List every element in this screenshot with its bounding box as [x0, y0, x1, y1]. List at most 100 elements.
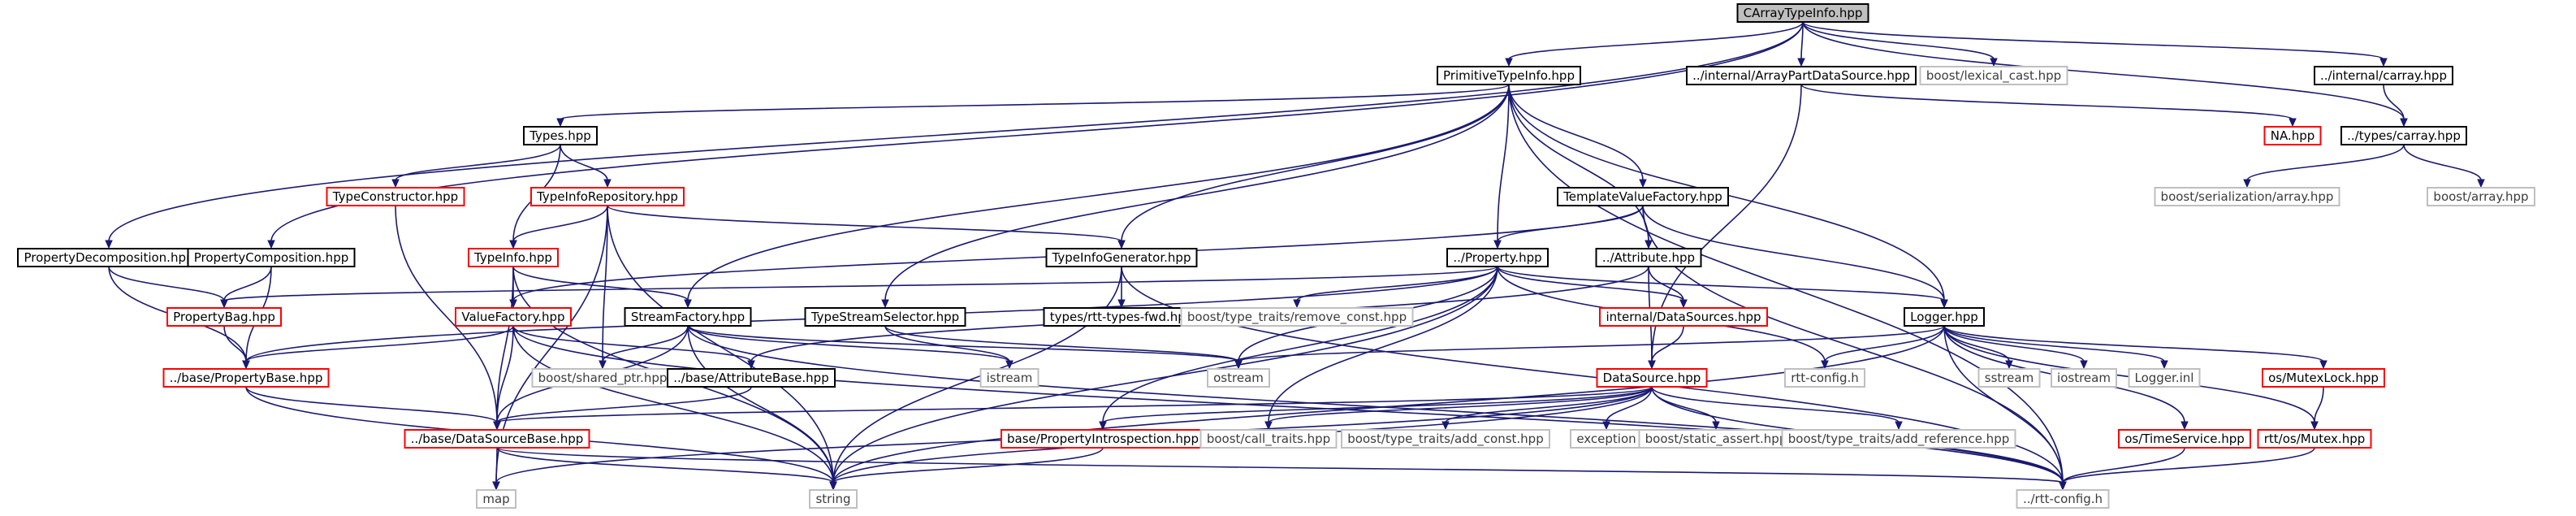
node-base-attributebase[interactable]: ../base/AttributeBase.hpp — [667, 368, 836, 388]
node-box — [2340, 126, 2467, 145]
edge-logger-hpp-to-iostream — [1943, 325, 2085, 362]
node-typestreamselector[interactable]: TypeStreamSelector.hpp — [804, 307, 966, 327]
node-box — [2262, 368, 2385, 388]
node-logger-hpp[interactable]: Logger.hpp — [1904, 307, 1985, 327]
node-label: PropertyDecomposition.hpp — [24, 250, 193, 265]
edge-carraytypeinfo-to-lexical-cast — [1802, 21, 1995, 60]
edge-datasource-hpp-to-base-propertyintrospection — [1102, 386, 1653, 423]
node-rtt-os-mutex[interactable]: rtt/os/Mutex.hpp — [2257, 429, 2372, 449]
node-box — [2128, 368, 2201, 388]
node-label: TypeInfoGenerator.hpp — [1052, 250, 1191, 265]
node-box — [804, 307, 966, 327]
node-internal-carray[interactable]: ../internal/carray.hpp — [2314, 66, 2453, 85]
node-label: internal/DataSources.hpp — [1606, 310, 1761, 324]
edge-typeinforepository-to-string — [607, 205, 834, 483]
node-iostream: iostream — [2051, 368, 2117, 388]
node-typeinfogenerator[interactable]: TypeInfoGenerator.hpp — [1045, 248, 1198, 267]
node-box — [1595, 248, 1702, 267]
node-arraypartdatasource[interactable]: ../internal/ArrayPartDataSource.hpp — [1686, 66, 1917, 85]
edge-typeinfo-hpp-to-streamfactory — [512, 266, 689, 301]
node-label: NA.hpp — [2271, 128, 2315, 143]
edge-os-timeservice-to-dotdot-rtt-config-h — [2062, 447, 2185, 483]
edge-arrowhead — [2181, 421, 2189, 431]
edge-datasource-hpp-to-add-const — [1445, 386, 1653, 423]
edge-arrowhead — [2059, 481, 2067, 491]
edges-layer — [105, 21, 2485, 491]
node-os-mutexlock[interactable]: os/MutexLock.hpp — [2262, 368, 2385, 388]
node-types-hpp[interactable]: Types.hpp — [523, 126, 598, 145]
node-types-carray[interactable]: ../types/carray.hpp — [2340, 126, 2467, 145]
node-label: os/TimeService.hpp — [2124, 431, 2245, 446]
edge-arrowhead — [2160, 360, 2168, 370]
edge-property-hpp-to-internal-datasources — [1497, 266, 1684, 301]
node-box — [2427, 187, 2535, 206]
node-shared-ptr: boost/shared_ptr.hpp — [531, 368, 674, 388]
node-label: CArrayTypeInfo.hpp — [1744, 6, 1863, 20]
node-propertydecomposition[interactable]: PropertyDecomposition.hpp — [17, 248, 201, 267]
node-box — [162, 368, 330, 388]
node-label: map — [482, 492, 509, 506]
node-ostream: ostream — [1207, 368, 1270, 388]
edge-base-datasourcebase-to-map — [495, 447, 498, 483]
node-primitivetypeinfo[interactable]: PrimitiveTypeInfo.hpp — [1437, 66, 1581, 85]
node-box — [1784, 368, 1865, 388]
node-typeinforepository[interactable]: TypeInfoRepository.hpp — [530, 187, 685, 206]
node-box — [2314, 66, 2453, 85]
node-exception: exception — [1570, 429, 1643, 449]
edge-os-mutexlock-to-rtt-os-mutex — [2314, 386, 2324, 423]
edge-base-propertyintrospection-to-string — [832, 447, 1104, 483]
edge-carraytypeinfo-to-arraypartdatasource — [1800, 21, 1804, 60]
node-sstream: sstream — [1977, 368, 2041, 388]
node-datasource-hpp[interactable]: DataSource.hpp — [1596, 368, 1708, 388]
node-carraytypeinfo[interactable]: CArrayTypeInfo.hpp — [1736, 3, 1869, 23]
node-box — [404, 429, 590, 449]
node-propertybag[interactable]: PropertyBag.hpp — [166, 307, 282, 327]
edge-logger-hpp-to-ostream — [1238, 325, 1945, 362]
node-label: Logger.inl — [2135, 371, 2194, 385]
edge-arrowhead — [1493, 240, 1502, 249]
node-label: TypeInfo.hpp — [473, 250, 552, 265]
edge-typeinfogenerator-to-string — [832, 266, 1122, 483]
node-label: ../types/carray.hpp — [2347, 128, 2461, 143]
node-typeinfo-hpp[interactable]: TypeInfo.hpp — [468, 248, 559, 267]
node-types-rtt-fwd[interactable]: types/rtt-types-fwd.hpp — [1043, 307, 1200, 327]
node-label: boost/type_traits/add_reference.hpp — [1788, 431, 2009, 447]
edge-logger-hpp-to-dotdot-rtt-config-h — [1943, 325, 2064, 483]
node-box — [523, 126, 598, 145]
edge-arrowhead — [556, 118, 564, 128]
node-base-propertyintrospection[interactable]: base/PropertyIntrospection.hpp — [1001, 429, 1205, 449]
edge-arrowhead — [105, 240, 113, 249]
node-box — [1977, 368, 2041, 388]
node-label: ../base/DataSourceBase.hpp — [411, 431, 584, 446]
node-streamfactory[interactable]: StreamFactory.hpp — [624, 307, 752, 327]
edge-valuefactory-to-base-propertybase — [245, 325, 514, 362]
edge-internal-carray-to-types-carray — [2383, 84, 2405, 120]
edge-carraytypeinfo-to-internal-carray — [1802, 21, 2384, 60]
node-box — [1446, 248, 1549, 267]
node-base-datasourcebase[interactable]: ../base/DataSourceBase.hpp — [404, 429, 590, 449]
edge-property-hpp-to-remove-const — [1296, 266, 1498, 301]
edge-arrowhead — [2477, 179, 2485, 189]
node-label: boost/lexical_cast.hpp — [1926, 68, 2061, 84]
edge-carraytypeinfo-to-propertycomposition — [270, 21, 1804, 242]
edge-arrowhead — [2080, 360, 2088, 370]
edge-arrowhead — [220, 299, 228, 309]
edge-propertybag-to-base-propertybase — [223, 325, 247, 362]
node-property-hpp[interactable]: ../Property.hpp — [1446, 248, 1549, 267]
node-label: DataSource.hpp — [1603, 371, 1701, 385]
node-valuefactory[interactable]: ValueFactory.hpp — [455, 307, 572, 327]
node-box — [2263, 126, 2322, 145]
node-label: sstream — [1985, 371, 2034, 385]
node-na-hpp[interactable]: NA.hpp — [2263, 126, 2322, 145]
node-typeconstructor[interactable]: TypeConstructor.hpp — [326, 187, 465, 206]
nodes-layer: CArrayTypeInfo.hppPrimitiveTypeInfo.hpp.… — [17, 3, 2535, 509]
node-box — [166, 307, 282, 327]
edge-primitivetypeinfo-to-attribute-hpp — [1508, 84, 1649, 242]
node-attribute-hpp[interactable]: ../Attribute.hpp — [1595, 248, 1702, 267]
node-base-propertybase[interactable]: ../base/PropertyBase.hpp — [162, 368, 330, 388]
node-propertycomposition[interactable]: PropertyComposition.hpp — [187, 248, 356, 267]
node-label: ../Property.hpp — [1453, 250, 1541, 265]
node-os-timeservice[interactable]: os/TimeService.hpp — [2118, 429, 2251, 449]
node-templatevaluefactory[interactable]: TemplateValueFactory.hpp — [1557, 187, 1729, 206]
node-internal-datasources[interactable]: internal/DataSources.hpp — [1599, 307, 1768, 327]
